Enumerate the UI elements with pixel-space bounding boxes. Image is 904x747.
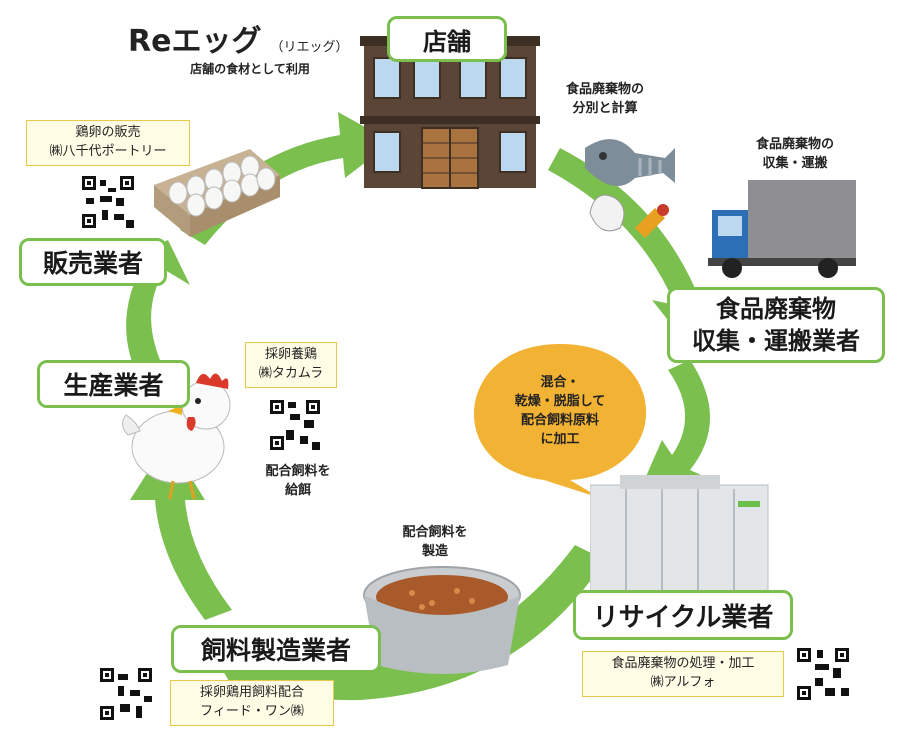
qr-code-recycler-icon[interactable]	[797, 648, 849, 700]
recycling-plant-icon	[590, 475, 769, 595]
company-producer-line2: ㈱タカムラ	[258, 366, 324, 381]
caption-process-line1: 混合・	[540, 375, 580, 390]
brand-block: Reエッグ （リエッグ）	[128, 16, 349, 60]
node-collector-line2: 収集・運搬業者	[692, 327, 860, 355]
arrow-collector-to-recycler	[640, 360, 712, 490]
caption-process-line3: 配合飼料原料	[520, 413, 599, 428]
caption-sorting: 食品廃棄物の 分別と計算	[540, 80, 670, 118]
company-recycler-line1: 食品廃棄物の処理・加工	[611, 656, 755, 671]
caption-feeding-line1: 配合飼料を	[265, 464, 331, 479]
qr-code-seller-icon[interactable]	[82, 176, 134, 228]
caption-process: 混合・ 乾燥・脱脂して 配合飼料原料 に加工	[480, 373, 640, 449]
company-recycler-line2: ㈱アルフォ	[650, 675, 716, 690]
food-waste-icon	[585, 139, 675, 238]
company-recycler: 食品廃棄物の処理・加工 ㈱アルフォ	[582, 651, 784, 697]
company-producer: 採卵養鶏 ㈱タカムラ	[245, 342, 337, 388]
company-feed-line2: フィード・ワン㈱	[200, 704, 304, 719]
feed-bowl-icon	[363, 566, 521, 674]
company-seller: 鶏卵の販売 ㈱八千代ポートリー	[26, 120, 190, 166]
node-seller: 販売業者	[19, 238, 167, 286]
caption-process-line2: 乾燥・脱脂して	[514, 394, 606, 409]
qr-code-producer-icon[interactable]	[270, 400, 320, 450]
company-seller-line2: ㈱八千代ポートリー	[49, 144, 167, 159]
node-collector: 食品廃棄物 収集・運搬業者	[667, 287, 885, 363]
node-recycler: リサイクル業者	[573, 590, 793, 640]
store-building-icon	[360, 36, 540, 189]
caption-sorting-line2: 分別と計算	[572, 101, 638, 116]
caption-manufacture: 配合飼料を 製造	[370, 523, 500, 561]
truck-icon	[708, 180, 856, 278]
qr-code-feed-icon[interactable]	[100, 668, 152, 720]
arrow-producer-to-seller	[120, 240, 190, 370]
company-producer-line1: 採卵養鶏	[264, 347, 317, 362]
arrow-feedmaker-to-producer	[130, 440, 232, 620]
node-collector-line1: 食品廃棄物	[716, 295, 836, 323]
node-producer: 生産業者	[37, 360, 190, 408]
brand-title: Reエッグ	[128, 24, 262, 59]
chicken-icon	[122, 373, 231, 500]
node-store: 店舗	[387, 16, 507, 62]
caption-manufacture-line1: 配合飼料を	[402, 525, 468, 540]
brand-reading: （リエッグ）	[270, 40, 349, 55]
caption-sorting-line1: 食品廃棄物の	[565, 82, 644, 97]
process-bubble	[474, 344, 647, 498]
company-seller-line1: 鶏卵の販売	[75, 125, 141, 140]
brand-subtitle: 店舗の食材として利用	[190, 62, 310, 76]
caption-manufacture-line2: 製造	[421, 544, 448, 559]
caption-feeding: 配合飼料を 給餌	[238, 462, 358, 500]
company-feed-line1: 採卵鶏用飼料配合	[199, 685, 304, 700]
caption-process-line4: に加工	[540, 432, 580, 447]
caption-transport: 食品廃棄物の 収集・運搬	[730, 135, 860, 173]
caption-transport-line2: 収集・運搬	[762, 156, 828, 171]
company-feed: 採卵鶏用飼料配合 フィード・ワン㈱	[170, 680, 334, 726]
caption-transport-line1: 食品廃棄物の	[755, 137, 834, 152]
node-feed-maker: 飼料製造業者	[171, 625, 381, 673]
caption-feeding-line2: 給餌	[284, 483, 311, 498]
egg-carton-icon	[154, 149, 280, 237]
